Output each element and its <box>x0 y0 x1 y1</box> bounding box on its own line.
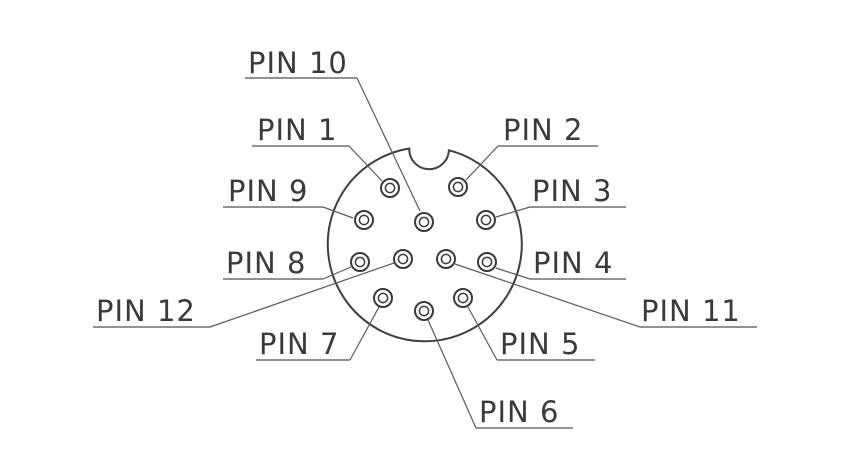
pin-9-label: PIN 9 <box>228 174 308 208</box>
pin-11-label: PIN 11 <box>641 294 741 328</box>
pin-3-label: PIN 3 <box>532 174 612 208</box>
pin-3-leader <box>495 206 531 218</box>
pin-3-contact <box>476 210 496 230</box>
pin-1-contact <box>380 178 400 198</box>
pin-4-label: PIN 4 <box>533 246 613 280</box>
pin-10-leader <box>356 77 421 212</box>
pin-contacts <box>350 177 497 321</box>
pin-8-leader <box>322 266 352 280</box>
pin-5-label: PIN 5 <box>500 327 580 361</box>
pin-2-label: PIN 2 <box>503 113 583 147</box>
pin-10-label: PIN 10 <box>248 46 348 80</box>
pin-7-contact <box>373 288 393 308</box>
pin-12-contact <box>393 249 413 269</box>
pin-11-contact <box>436 249 456 269</box>
pin-2-leader <box>465 145 499 181</box>
pin-4-leader <box>495 267 531 280</box>
pin-6-leader <box>427 319 477 429</box>
pin-1-label: PIN 1 <box>257 113 337 147</box>
pin-7-label: PIN 7 <box>259 327 339 361</box>
pin-8-label: PIN 8 <box>226 246 306 280</box>
pin-1-leader <box>348 145 383 182</box>
pin-12-label: PIN 12 <box>96 294 196 328</box>
leader-lines <box>209 77 641 429</box>
pin-2-contact <box>448 177 468 197</box>
pin-12-leader <box>209 262 395 328</box>
pin-4-contact <box>477 252 497 272</box>
pin-5-contact <box>453 288 473 308</box>
pin-8-contact <box>350 252 370 272</box>
pin-6-label: PIN 6 <box>479 395 559 429</box>
label-underlines <box>93 77 757 429</box>
pin-5-leader <box>467 306 498 361</box>
pin-7-leader <box>349 306 380 361</box>
pin-9-leader <box>322 206 354 219</box>
pin-labels: PIN 10 PIN 1 PIN 2 PIN 9 PIN 3 PIN 8 PIN… <box>96 46 741 429</box>
pin-9-contact <box>354 210 374 230</box>
pin-11-leader <box>454 263 641 328</box>
pin-10-contact <box>414 212 434 232</box>
pin-6-contact <box>414 301 434 321</box>
